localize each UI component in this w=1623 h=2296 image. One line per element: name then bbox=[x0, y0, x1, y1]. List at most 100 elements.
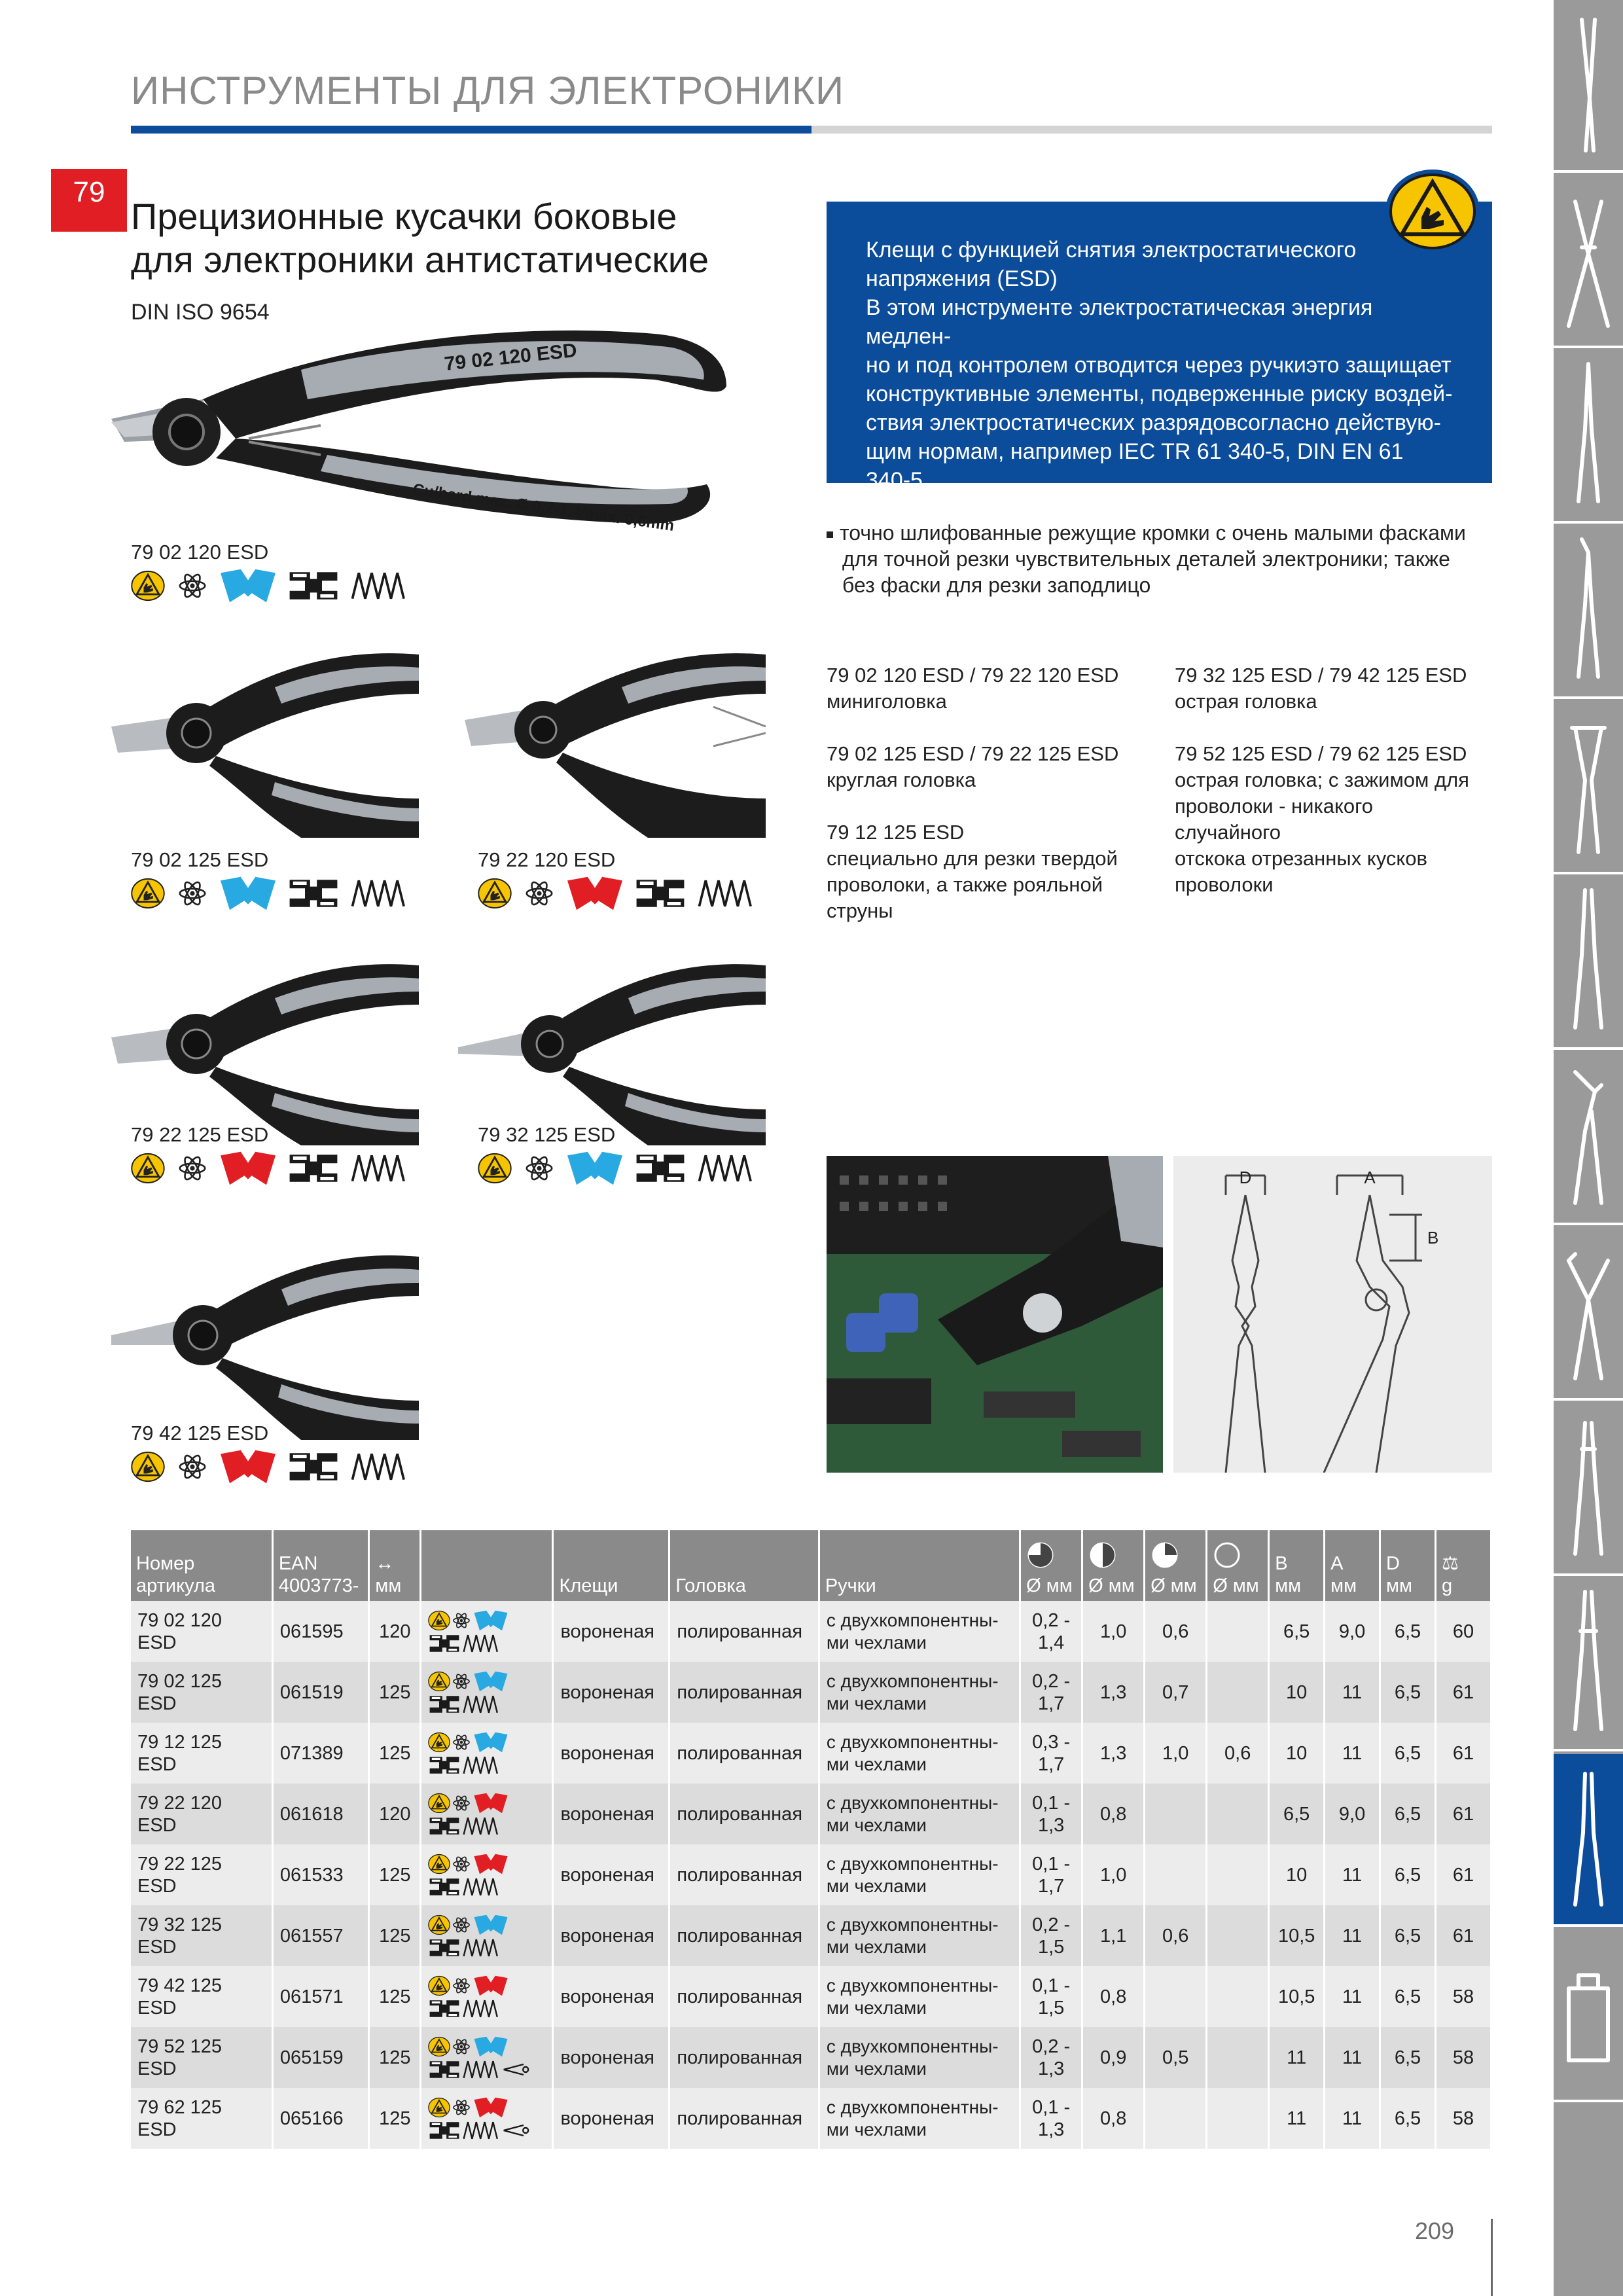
esd-warning-icon bbox=[1385, 170, 1480, 253]
pliers-image-79-22-125 bbox=[111, 964, 419, 1145]
sidebar-tab-combination[interactable] bbox=[1554, 877, 1623, 1050]
cell-head: полированная bbox=[669, 2088, 820, 2149]
cell-weight: 58 bbox=[1435, 2088, 1493, 2149]
variant-block: 79 02 120 ESD / 79 22 120 ESD миниголовк… bbox=[827, 662, 1134, 715]
cell-medium-wire: 1,0 bbox=[1082, 1844, 1146, 1905]
esd-icon bbox=[478, 1153, 512, 1184]
end-cutter-icon bbox=[1570, 726, 1607, 854]
sidebar-tab-electronics-pliers[interactable] bbox=[1554, 1754, 1623, 1927]
two-component-handle-icon bbox=[429, 1817, 459, 1835]
cell-dim-a: 11 bbox=[1324, 2027, 1382, 2088]
spring-icon bbox=[463, 1878, 499, 1895]
spring-icon bbox=[463, 1634, 499, 1652]
application-photo bbox=[827, 1156, 1163, 1473]
th-icons bbox=[420, 1530, 554, 1601]
section-title: ИНСТРУМЕНТЫ ДЛЯ ЭЛЕКТРОНИКИ bbox=[131, 69, 845, 113]
spring-icon bbox=[351, 1453, 405, 1480]
cell-dim-a: 11 bbox=[1324, 1844, 1382, 1905]
esd-icon bbox=[131, 570, 165, 601]
cell-ean: 061519 bbox=[272, 1662, 370, 1723]
induction-hardened-icon bbox=[453, 1856, 471, 1871]
table-row: 79 22 125 ESD 061533 125 вороненая полир… bbox=[131, 1844, 1493, 1905]
spring-icon bbox=[463, 2000, 499, 2017]
sidebar-tab-cutter[interactable] bbox=[1554, 0, 1623, 173]
norm-label: DIN ISO 9654 bbox=[131, 300, 270, 325]
induction-hardened-icon bbox=[526, 881, 553, 906]
piano-wire-icon bbox=[1214, 1542, 1240, 1568]
cell-handles: с двухкомпонентны-ми чехлами bbox=[819, 2027, 1022, 2088]
variant-desc: проволоки - никакого случайного bbox=[1175, 795, 1373, 844]
red-head-icon bbox=[474, 1975, 508, 1996]
th-hard-wire: Ø мм bbox=[1144, 1530, 1208, 1601]
cell-icons bbox=[420, 1784, 554, 1844]
induction-hardened-icon bbox=[453, 1978, 471, 1993]
cell-piano-wire bbox=[1206, 1844, 1270, 1905]
cell-piano-wire bbox=[1206, 1601, 1270, 1662]
cell-piano-wire bbox=[1206, 1905, 1270, 1966]
cell-ean: 065166 bbox=[272, 2088, 370, 2149]
sidebar-tab-crimp-tool[interactable] bbox=[1554, 1579, 1623, 1751]
sidebar-tab-case[interactable] bbox=[1554, 1929, 1623, 2102]
variant-block: 79 12 125 ESD специально для резки тверд… bbox=[827, 819, 1134, 924]
red-head-icon bbox=[474, 1793, 508, 1813]
stripper-icon bbox=[1567, 200, 1610, 328]
spring-icon bbox=[463, 1817, 499, 1835]
esd-icon bbox=[131, 1451, 165, 1482]
cell-article: 79 12 125 ESD bbox=[131, 1723, 274, 1784]
cell-icons bbox=[420, 1966, 554, 2027]
cell-dim-d: 6,5 bbox=[1380, 2027, 1436, 2088]
sidebar-tab-stripper[interactable] bbox=[1554, 175, 1623, 348]
sidebar-tab-crimping[interactable] bbox=[1554, 1403, 1623, 1576]
variant-code: 79 52 125 ESD / 79 62 125 ESD bbox=[1175, 742, 1467, 765]
tool-label: 79 42 125 ESD bbox=[131, 1422, 269, 1444]
electronics-pliers-icon bbox=[1573, 1772, 1603, 1907]
cell-medium-wire: 0,8 bbox=[1082, 2088, 1146, 2149]
esd-info-text: Клещи с функцией снятия электростатическ… bbox=[866, 236, 1453, 524]
cell-ean: 061557 bbox=[272, 1905, 370, 1966]
variant-desc: острая головка; с зажимом для bbox=[1175, 768, 1469, 791]
dim-label-d: D bbox=[1240, 1168, 1252, 1187]
cell-hard-wire bbox=[1144, 1966, 1208, 2027]
sidebar-tab-bent-nose[interactable] bbox=[1554, 526, 1623, 699]
sidebar-tab-long-nose[interactable] bbox=[1554, 351, 1623, 524]
cell-dim-a: 11 bbox=[1324, 1905, 1382, 1966]
th-soft-wire: Ø мм bbox=[1020, 1530, 1084, 1601]
length-arrow-icon: ↔ bbox=[375, 1553, 395, 1574]
page-rule bbox=[1491, 2219, 1493, 2296]
esd-info-line: напряжения (ESD) bbox=[866, 266, 1058, 291]
cell-length: 125 bbox=[368, 1905, 422, 1966]
pliers-image-79-22-120 bbox=[465, 653, 766, 838]
cell-handles: с двухкомпонентны-ми чехлами bbox=[819, 1966, 1022, 2027]
crimp-tool-icon bbox=[1573, 1590, 1603, 1731]
cell-article: 79 22 125 ESD bbox=[131, 1844, 274, 1905]
esd-info-line: SP Method 2472. bbox=[866, 497, 1038, 522]
cell-soft-wire: 0,2 - 1,4 bbox=[1020, 1601, 1084, 1662]
sidebar-tab-water-pump[interactable] bbox=[1554, 1052, 1623, 1225]
cell-piano-wire: 0,6 bbox=[1206, 1723, 1270, 1784]
sidebar-tab-end-cutter[interactable] bbox=[1554, 702, 1623, 874]
cell-hard-wire: 0,6 bbox=[1144, 1601, 1208, 1662]
row-icons bbox=[428, 1975, 545, 2019]
spring-icon bbox=[463, 1939, 499, 1956]
variant-desc: круглая головка bbox=[827, 768, 976, 791]
cell-pliers: вороненая bbox=[552, 1844, 671, 1905]
cell-medium-wire: 0,8 bbox=[1082, 1784, 1146, 1844]
cell-medium-wire: 0,8 bbox=[1082, 1966, 1146, 2027]
punch-icon bbox=[1567, 1252, 1610, 1380]
cell-medium-wire: 1,3 bbox=[1082, 1662, 1146, 1723]
dimension-drawing: D A B bbox=[1173, 1156, 1492, 1473]
cell-hard-wire bbox=[1144, 1844, 1208, 1905]
esd-icon bbox=[428, 1914, 451, 1935]
red-head-icon bbox=[567, 876, 622, 910]
tool-label: 79 32 125 ESD bbox=[478, 1123, 616, 1146]
sidebar-tab-punch[interactable] bbox=[1554, 1228, 1623, 1401]
blue-head-icon bbox=[567, 1151, 622, 1185]
variant-code: 79 32 125 ESD / 79 42 125 ESD bbox=[1175, 664, 1467, 687]
feature-line3: без фаски для резки заподлицо bbox=[842, 573, 1151, 597]
cell-length: 120 bbox=[368, 1601, 422, 1662]
two-component-handle-icon bbox=[636, 880, 685, 907]
esd-icon bbox=[428, 2097, 451, 2117]
cell-length: 125 bbox=[368, 1844, 422, 1905]
cell-pliers: вороненая bbox=[552, 1966, 671, 2027]
